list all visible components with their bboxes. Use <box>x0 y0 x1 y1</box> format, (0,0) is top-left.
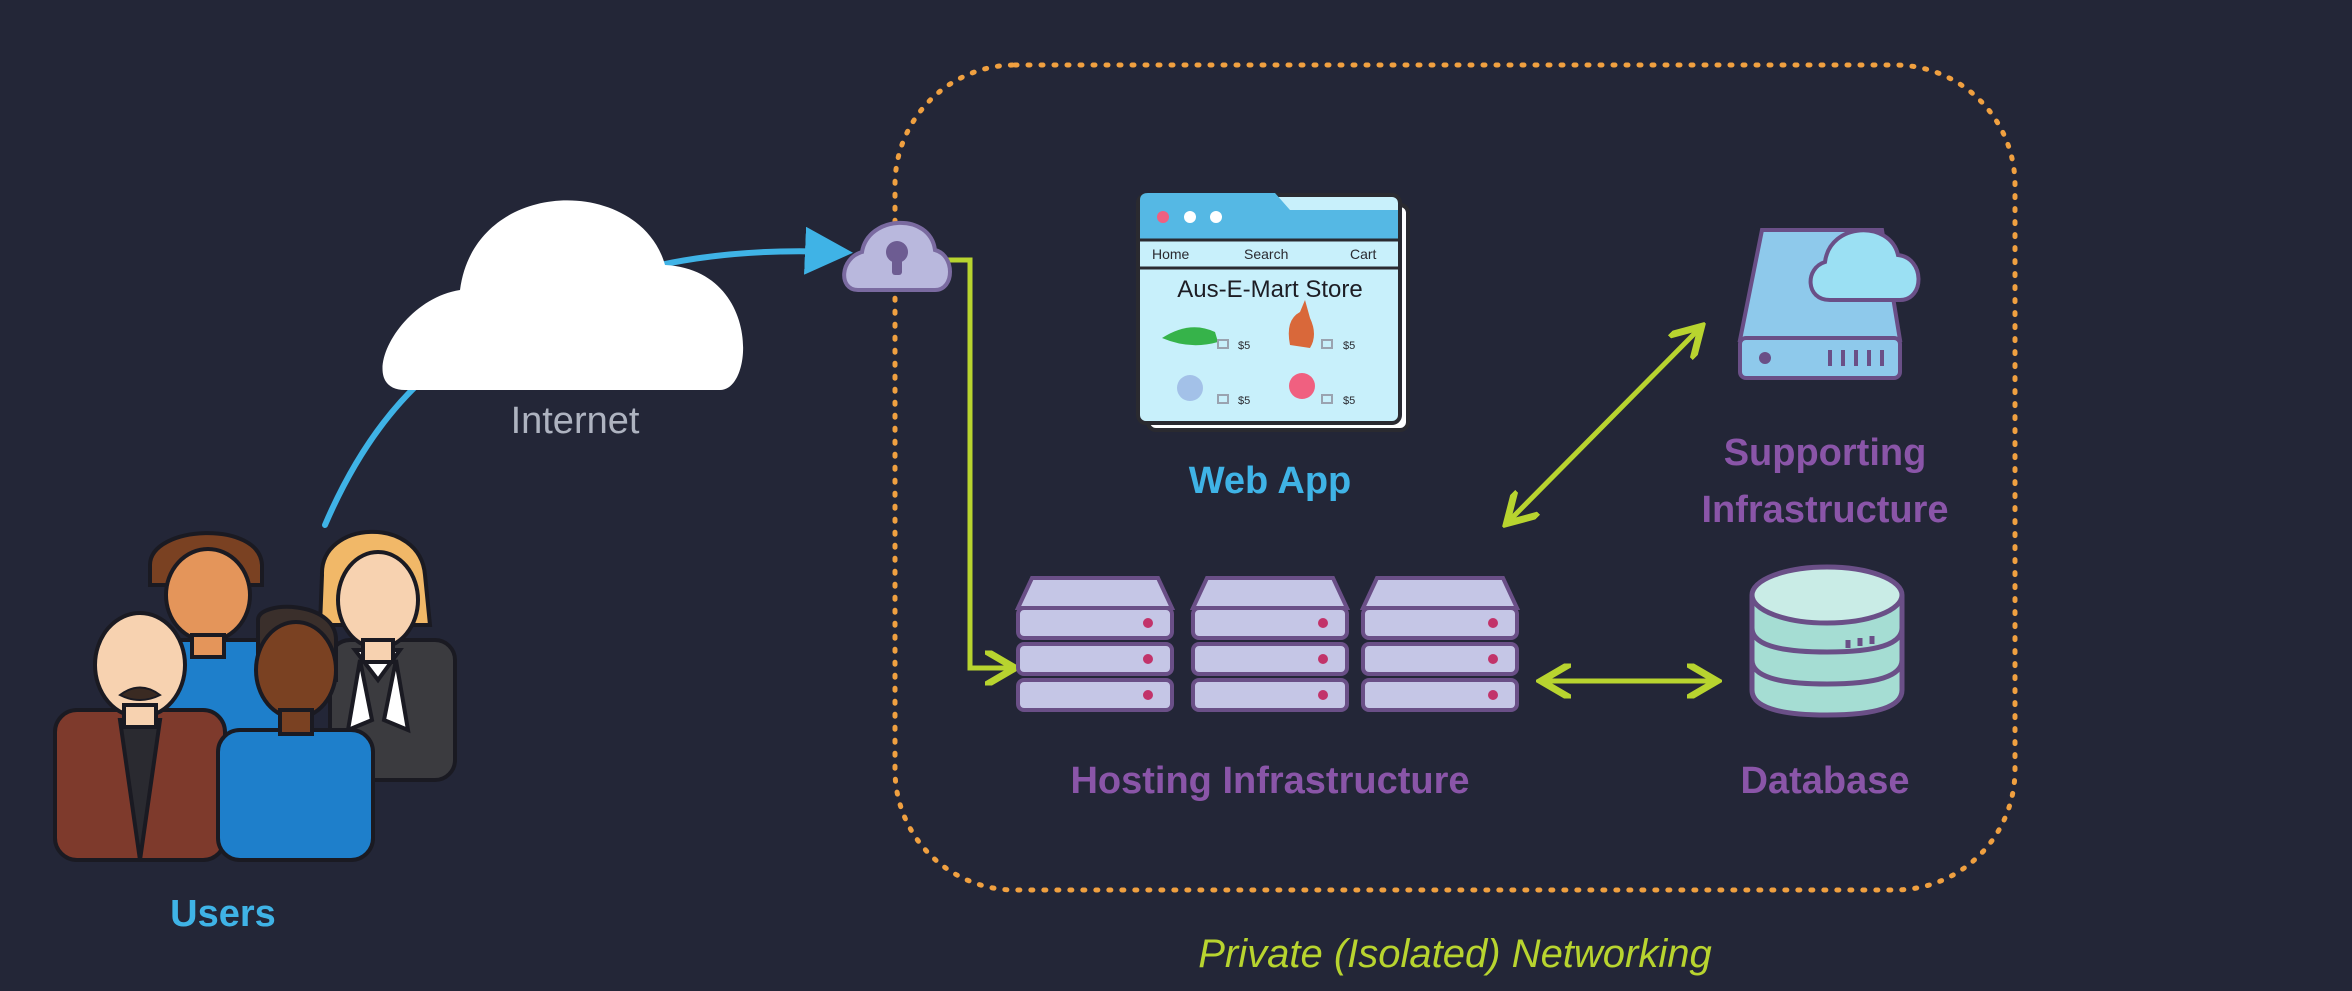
hosting-supporting-link <box>1510 330 1698 520</box>
server-unit <box>1189 576 1351 712</box>
webapp-store-title: Aus-E-Mart Store <box>1177 276 1363 303</box>
gateway-lock-icon <box>842 220 952 292</box>
database-label: Database <box>1740 760 1910 802</box>
private-network-label: Private (Isolated) Networking <box>1198 932 1712 976</box>
koala-icon <box>1177 375 1203 401</box>
gateway-hosting-link <box>930 257 1010 668</box>
octopus-icon <box>1289 373 1315 399</box>
internet-gateway-link <box>657 226 853 275</box>
webapp-price: $5 <box>1238 340 1251 352</box>
webapp-price: $5 <box>1238 395 1251 407</box>
browser-window-icon <box>1136 193 1410 432</box>
private-network-boundary <box>892 62 2018 893</box>
web-app-label: Web App <box>1188 460 1352 502</box>
webapp-nav-cart: Cart <box>1350 246 1377 262</box>
cloud-storage-icon <box>1737 228 1921 380</box>
kangaroo-icon <box>1288 300 1314 348</box>
users-group-icon <box>53 529 457 862</box>
database-icon <box>1749 564 1905 718</box>
webapp-price: $5 <box>1343 340 1356 352</box>
crocodile-icon <box>1162 327 1218 346</box>
cloud-icon <box>382 200 744 390</box>
supporting-label: Supporting Infrastructure <box>1701 432 1949 531</box>
webapp-nav-home: Home <box>1152 246 1190 262</box>
webapp-price: $5 <box>1343 395 1356 407</box>
webapp-nav-search: Search <box>1244 246 1289 262</box>
hosting-label: Hosting Infrastructure <box>1070 760 1470 802</box>
users-label: Users <box>170 893 276 935</box>
server-unit <box>1359 576 1521 712</box>
server-unit <box>1014 576 1176 712</box>
internet-label: Internet <box>510 400 640 442</box>
server-icon <box>1014 576 1521 712</box>
